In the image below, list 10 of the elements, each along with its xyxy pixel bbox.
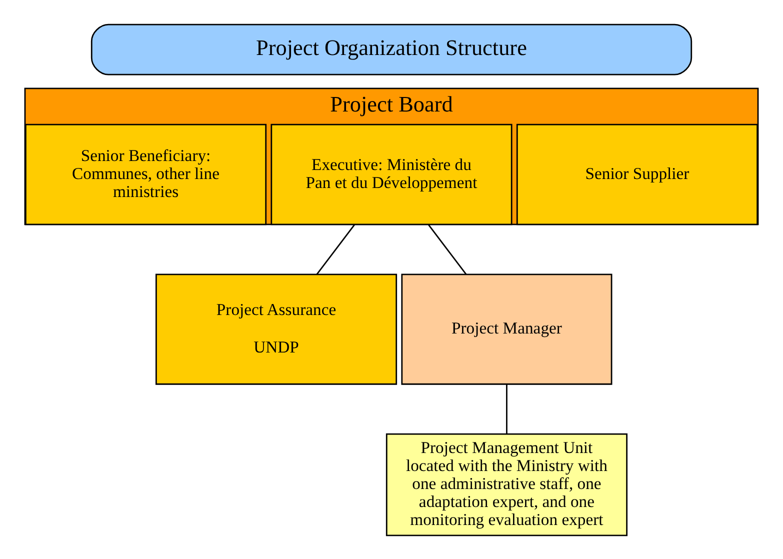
connector (316, 224, 355, 274)
connector (506, 384, 508, 434)
node-box: Senior Supplier (516, 123, 758, 225)
node-box: Project Manager (401, 273, 612, 384)
node-box: Project Management Unit located with the Ministry with one administrative staff, one adaptation expert, and one monitoring evaluation expert (386, 432, 628, 536)
node-box: Project Organization Structure (90, 23, 692, 75)
connector (428, 224, 467, 274)
node-box: Senior Beneficiary: Communes, other line ministries (25, 123, 267, 225)
node-box: Project Assurance UNDP (156, 273, 398, 384)
node-box: Executive: Ministère du Pan et du Développement (270, 123, 512, 225)
